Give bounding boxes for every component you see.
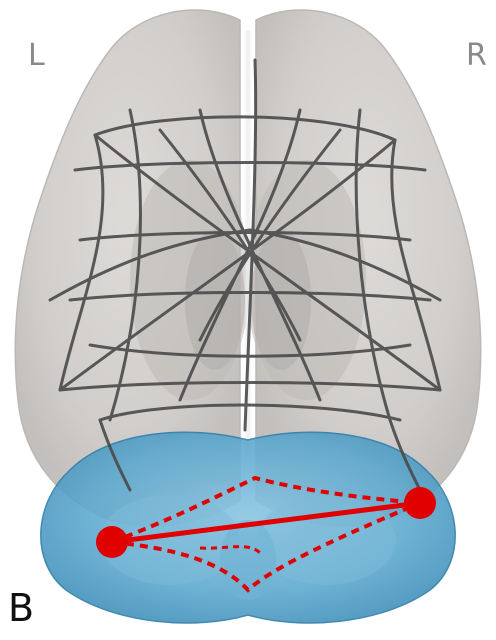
- left-node: [96, 526, 128, 558]
- right-node: [404, 487, 436, 519]
- panel-label: B: [8, 586, 34, 630]
- right-deep-structure: [251, 230, 311, 370]
- cerebellum: [41, 432, 455, 623]
- left-hemisphere-label: L: [28, 38, 45, 73]
- left-deep-structure: [185, 230, 245, 370]
- right-hemisphere-label: R: [466, 38, 487, 73]
